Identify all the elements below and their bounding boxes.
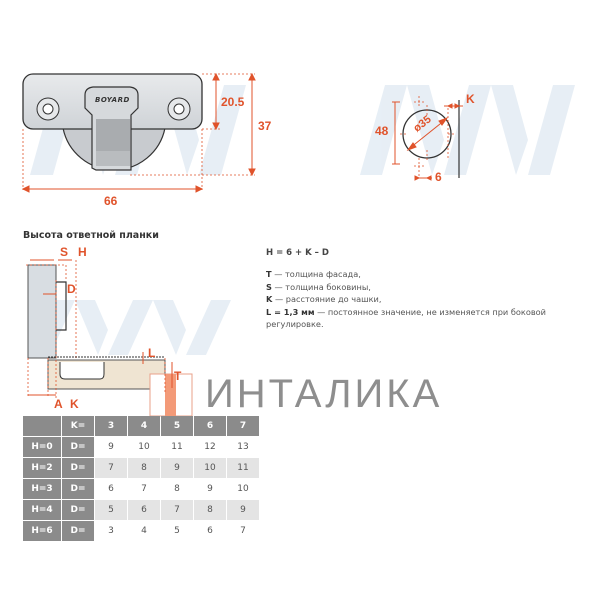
h-label: H=3 [23, 479, 61, 499]
d-value: 13 [227, 437, 259, 457]
dimension-k: K [466, 92, 475, 106]
mounting-section-diagram [26, 259, 193, 417]
legend: T — толщина фасада, S — толщина боковины… [266, 268, 600, 331]
d-value: 7 [161, 500, 193, 520]
d-value: 11 [227, 458, 259, 478]
dimension-66: 66 [104, 194, 118, 208]
d-label: D= [62, 479, 94, 499]
k-value: 5 [161, 416, 193, 436]
legend-item-k: K — расстояние до чашки, [266, 294, 382, 304]
d-value: 7 [128, 479, 160, 499]
d-value: 8 [194, 500, 226, 520]
k-value: 6 [194, 416, 226, 436]
legend-item-l: L = 1,3 мм — постоянное значение, не изм… [266, 306, 547, 330]
section-title: Высота ответной планки [23, 230, 159, 241]
d-value: 9 [161, 458, 193, 478]
d-value: 8 [161, 479, 193, 499]
hinge-plate-drawing [21, 72, 256, 193]
d-value: 5 [161, 521, 193, 541]
d-value: 11 [161, 437, 193, 457]
d-value: 5 [95, 500, 127, 520]
h-label: H=0 [23, 437, 61, 457]
k-value: 7 [227, 416, 259, 436]
dimension-6: 6 [435, 170, 442, 184]
d-label: D= [62, 437, 94, 457]
table-header-row: K= 3 4 5 6 7 [23, 416, 259, 436]
dimension-37: 37 [258, 119, 272, 133]
d-value: 10 [128, 437, 160, 457]
cup-drilling-drawing [392, 96, 463, 181]
table-row: H=4 D= 5 6 7 8 9 [23, 500, 259, 520]
d-value: 6 [95, 479, 127, 499]
label-a: A [54, 397, 63, 411]
d-value: 7 [227, 521, 259, 541]
dimension-48: 48 [375, 124, 389, 138]
d-label: D= [62, 500, 94, 520]
d-label: D= [62, 521, 94, 541]
label-l: L [148, 346, 156, 360]
table-corner [23, 416, 61, 436]
k-value: 3 [95, 416, 127, 436]
k-value: 4 [128, 416, 160, 436]
h-label: H=2 [23, 458, 61, 478]
table-row: H=6 D= 3 4 5 6 7 [23, 521, 259, 541]
k-header: K= [62, 416, 94, 436]
d-value: 6 [194, 521, 226, 541]
dimension-table: K= 3 4 5 6 7 H=0 D= 9 10 11 12 13 H=2 D=… [22, 415, 260, 542]
d-value: 9 [95, 437, 127, 457]
d-value: 9 [194, 479, 226, 499]
hinge-logo: BOYARD [95, 96, 130, 104]
legend-item-s: S — толщина боковины, [266, 281, 371, 292]
h-label: H=4 [23, 500, 61, 520]
label-t: T [174, 369, 182, 383]
d-value: 6 [128, 500, 160, 520]
d-value: 4 [128, 521, 160, 541]
d-label: D= [62, 458, 94, 478]
d-value: 10 [194, 458, 226, 478]
label-s: S [60, 245, 69, 259]
d-value: 3 [95, 521, 127, 541]
h-label: H=6 [23, 521, 61, 541]
formula: H = 6 + K – D [266, 248, 329, 258]
label-k: K [70, 397, 79, 411]
d-value: 7 [95, 458, 127, 478]
d-value: 10 [227, 479, 259, 499]
table-row: H=0 D= 9 10 11 12 13 [23, 437, 259, 457]
label-d: D [67, 282, 76, 296]
table-row: H=2 D= 7 8 9 10 11 [23, 458, 259, 478]
label-h: H [78, 245, 87, 259]
d-value: 9 [227, 500, 259, 520]
d-value: 12 [194, 437, 226, 457]
brand-logo: ИНТАЛИКА [205, 372, 443, 416]
dimension-20-5: 20.5 [221, 95, 245, 109]
legend-item-t: T — толщина фасада, [266, 269, 361, 279]
table-row: H=3 D= 6 7 8 9 10 [23, 479, 259, 499]
d-value: 8 [128, 458, 160, 478]
